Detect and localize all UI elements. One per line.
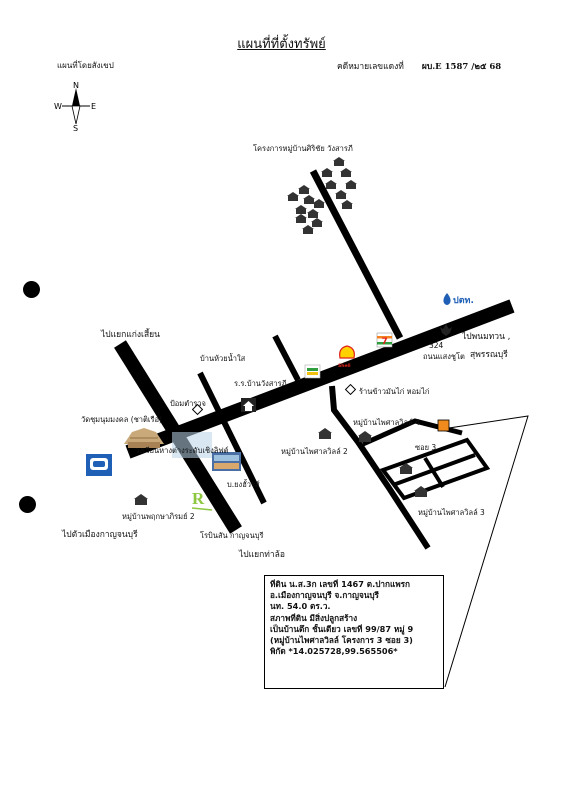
house-icon — [134, 494, 148, 505]
label-villa-3: หมู่บ้านไพศาลวิลล์ 3 — [418, 508, 485, 517]
house-icon — [335, 190, 347, 199]
label-roundabout: วงเวียนหางต่างระดับเชิงลิฟต์ — [135, 446, 229, 455]
compass-s: S — [73, 124, 78, 133]
svg-text:R: R — [192, 489, 205, 508]
pt-station-icon — [304, 364, 321, 379]
house-icon — [321, 168, 333, 177]
label-road-name: ถนนแสงชูโต — [423, 352, 465, 361]
label-villa-4: หมู่บ้านไพศาลวิลล์ 4 — [353, 418, 420, 427]
side-road-1 — [197, 371, 267, 505]
label-to-tha-lo: ไปแยกท่าล้อ — [239, 550, 285, 560]
label-temple: วัดชุมนุมมงคล (ชาติเรือ) — [81, 415, 162, 424]
robinson-logo-icon: R — [191, 489, 213, 511]
roundabout-overpass — [172, 432, 212, 458]
garuda-emblem-icon — [440, 324, 452, 336]
house-icon — [298, 185, 310, 194]
village-road — [309, 169, 404, 340]
shell-text: Shell — [338, 363, 351, 369]
house-icon — [399, 463, 413, 474]
label-bank: บ.ยงฮั้วรส์ — [227, 480, 260, 489]
house-icon — [333, 157, 345, 166]
label-ban-huai-nam-sai: บ้านห้วยน้ำใส — [200, 354, 246, 363]
villa-3-blocks — [379, 437, 491, 501]
house-icon — [311, 218, 323, 227]
target-property-marker — [437, 419, 450, 432]
house-icon — [341, 200, 353, 209]
village-houses — [287, 157, 357, 234]
leader-line — [444, 415, 529, 688]
police-box-icon — [191, 403, 204, 416]
house-icon — [345, 180, 357, 189]
info-building: เป็นบ้านตึก ชั้นเดียว เลขที่ 99/87 หมู่ … — [270, 623, 414, 634]
punch-hole-top — [23, 281, 40, 298]
seven-eleven-icon: 7 — [376, 332, 393, 348]
case-number-row: คดีหมายเลขแดงที่ ผบ.E 1587 /๒๕ 68 — [337, 59, 501, 73]
building-icon — [212, 452, 241, 471]
label-suphanburi: สุพรรณบุรี — [470, 350, 508, 360]
case-label: คดีหมายเลขแดงที่ — [337, 62, 404, 72]
info-land-deed: ที่ดิน น.ส.3ก เลขที่ 1467 ต.ปากแพรก — [270, 579, 410, 589]
label-village-top: โครงการหมู่บ้านศิริชัย วังสารภี — [253, 144, 353, 153]
label-school: ร.ร.บ้านวังสารภี — [234, 379, 287, 388]
info-coordinates: พิกัด *14.025728,99.565506* — [270, 646, 398, 657]
punch-hole-bottom — [19, 496, 36, 513]
label-road-no: 324 — [429, 341, 444, 350]
label-villa-2: หมู่บ้านไพศาลวิลล์ 2 — [281, 447, 348, 456]
school-icon — [241, 398, 256, 412]
shell-logo-icon — [339, 345, 355, 359]
sketch-map-label: แผนที่โดยสังเขป — [57, 61, 114, 70]
ptt-logo-icon: ปตท. — [443, 293, 474, 306]
house-icon — [340, 168, 352, 177]
temple-icon — [124, 428, 164, 448]
house-icon — [318, 428, 332, 439]
info-area: นท. 54.0 ตร.ว. — [270, 601, 331, 612]
label-to-kanchanaburi: ไปตัวเมืองกาญจนบุรี — [62, 530, 138, 540]
house-icon — [325, 180, 337, 189]
house-icon — [295, 205, 307, 214]
house-icon — [307, 209, 319, 218]
info-project: (หมู่บ้านไพศาลวิลล์ โครงการ 3 ซอย 3) — [270, 635, 413, 646]
page-title: แผนที่ที่ตั้งทรัพย์ — [237, 37, 326, 52]
compass-icon — [62, 88, 90, 125]
bank-logo-icon — [86, 454, 112, 476]
label-hospital: โรบินสัน กาญจนบุรี — [200, 531, 264, 540]
info-district: อ.เมืองกาญจนบุรี จ.กาญจนบุรี — [270, 590, 379, 601]
side-road-2 — [272, 334, 301, 382]
label-police-box: ป้อมตำรวจ — [170, 399, 206, 408]
house-icon — [358, 431, 372, 442]
villa-road — [329, 385, 431, 550]
label-to-phanom-thuan: ไปพนมทวน , — [462, 332, 511, 342]
label-to-kaeng-sian: ไปแยกแก่งเสี้ยน — [101, 330, 160, 340]
house-icon — [313, 199, 325, 208]
compass-w: W — [54, 102, 62, 111]
seven-text: 7 — [382, 337, 388, 347]
house-icon — [414, 486, 428, 497]
property-info-box: ที่ดิน น.ส.3ก เลขที่ 1467 ต.ปากแพรก อ.เม… — [264, 575, 444, 689]
info-condition: สภาพที่ดิน มีสิ่งปลูกสร้าง — [270, 612, 358, 623]
label-soi: ซอย 3 — [415, 443, 437, 452]
ptt-text: ปตท. — [453, 295, 474, 306]
house-icon — [302, 225, 314, 234]
compass-e: E — [91, 102, 96, 111]
case-number: ผบ.E 1587 /๒๕ 68 — [421, 62, 502, 72]
label-cassava-shop: ร้านข้าวมันไก่ หอมไก่ — [359, 387, 430, 396]
house-icon — [287, 192, 299, 201]
house-icon — [295, 214, 307, 223]
label-pruksa: หมู่บ้านพฤกษาภิรมย์ 2 — [122, 512, 195, 521]
house-icon — [303, 195, 315, 204]
compass-n: N — [73, 81, 79, 90]
shop-icon — [344, 383, 357, 396]
